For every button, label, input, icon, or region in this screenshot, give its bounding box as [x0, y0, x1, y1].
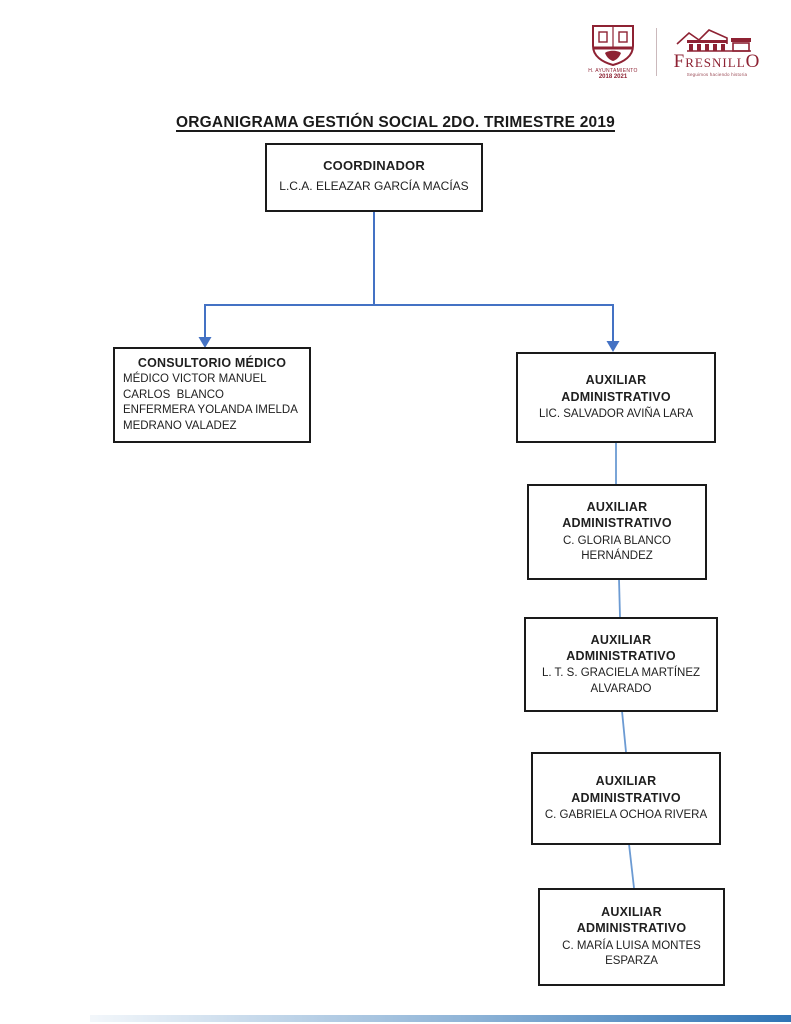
- connector-aux4-aux5: [628, 843, 635, 889]
- crest-shield-icon: [592, 25, 634, 66]
- page-title: ORGANIGRAMA GESTIÓN SOCIAL 2DO. TRIMESTR…: [176, 114, 615, 131]
- header-logos: H. AYUNTAMIENTO 2018 2021 FRESNILLO Segu…: [582, 24, 765, 80]
- org-node-title: COORDINADOR: [323, 158, 425, 173]
- org-node-auxiliar-administrativo-1: AUXILIAR ADMINISTRATIVO LIC. SALVADOR AV…: [516, 352, 716, 443]
- org-node-person: L. T. S. GRACIELA MARTÍNEZ ALVARADO: [541, 667, 703, 695]
- org-node-auxiliar-administrativo-4: AUXILIAR ADMINISTRATIVO C. GABRIELA OCHO…: [531, 752, 721, 845]
- org-node-person: C. GLORIA BLANCO HERNÁNDEZ: [562, 534, 675, 563]
- fresnillo-building-icon: [676, 28, 751, 52]
- org-node-person: LIC. SALVADOR AVIÑA LARA: [538, 407, 694, 420]
- crest-years: 2018 2021: [598, 74, 628, 81]
- crest-caption: H. AYUNTAMIENTO: [588, 68, 638, 74]
- connector-aux2-aux3: [618, 578, 621, 618]
- fresnillo-wordmark: FRESNILLO: [673, 50, 761, 72]
- org-node-auxiliar-administrativo-3: AUXILIAR ADMINISTRATIVO L. T. S. GRACIEL…: [524, 617, 718, 712]
- org-node-person: C. MARÍA LUISA MONTES ESPARZA: [562, 939, 705, 968]
- org-node-person: MEDRANO VALADEZ: [123, 419, 237, 432]
- org-node-person: ENFERMERA YOLANDA IMELDA: [123, 404, 298, 417]
- org-node-title: CONSULTORIO MÉDICO: [137, 356, 287, 370]
- municipal-crest: H. AYUNTAMIENTO 2018 2021: [582, 24, 644, 80]
- org-node-person: MÉDICO VICTOR MANUEL: [123, 373, 267, 386]
- arrowhead-right: [606, 341, 620, 352]
- org-node-title: AUXILIAR ADMINISTRATIVO: [562, 500, 672, 531]
- fresnillo-tagline: Seguimos haciendo historia: [686, 71, 748, 77]
- org-node-title: AUXILIAR ADMINISTRATIVO: [566, 632, 676, 663]
- org-node-person: C. GABRIELA OCHOA RIVERA: [544, 808, 708, 821]
- org-node-person: CARLOS BLANCO: [123, 388, 224, 401]
- org-node-consultorio-medico: CONSULTORIO MÉDICO MÉDICO VICTOR MANUEL …: [113, 347, 311, 443]
- org-node-title: AUXILIAR ADMINISTRATIVO: [571, 774, 681, 805]
- org-node-person: L.C.A. ELEAZAR GARCÍA MACÍAS: [279, 178, 469, 193]
- org-node-auxiliar-administrativo-2: AUXILIAR ADMINISTRATIVO C. GLORIA BLANCO…: [527, 484, 707, 580]
- org-node-title: AUXILIAR ADMINISTRATIVO: [561, 373, 671, 404]
- org-node-coordinador: COORDINADOR L.C.A. ELEAZAR GARCÍA MACÍAS: [265, 143, 483, 212]
- logo-divider: [656, 28, 657, 77]
- connector-aux3-aux4: [621, 710, 627, 753]
- footer-accent-bar: [90, 1015, 791, 1022]
- fresnillo-logo: FRESNILLO Seguimos haciendo historia: [669, 28, 765, 77]
- org-node-auxiliar-administrativo-5: AUXILIAR ADMINISTRATIVO C. MARÍA LUISA M…: [538, 888, 725, 986]
- org-node-title: AUXILIAR ADMINISTRATIVO: [576, 905, 687, 936]
